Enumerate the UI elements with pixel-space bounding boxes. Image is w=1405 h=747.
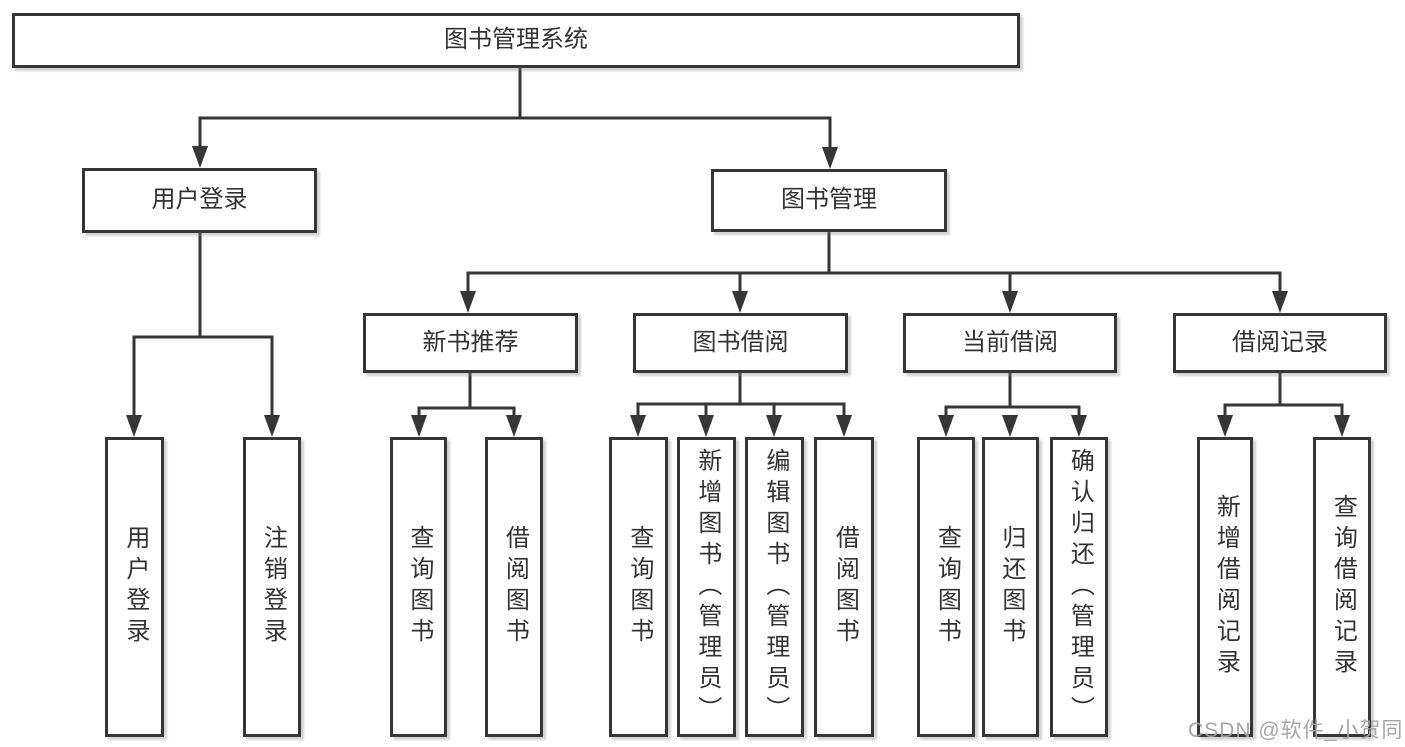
node-leaf-nb-borrow-book: 借阅图书 xyxy=(485,437,543,737)
node-leaf-br-query-record: 查询借阅记录 xyxy=(1313,437,1371,737)
node-leaf-cb-query-book: 查询图书 xyxy=(917,437,975,737)
node-root-library-system: 图书管理系统 xyxy=(12,13,1020,68)
arrowheads xyxy=(126,146,1350,437)
node-leaf-bb-query-book: 查询图书 xyxy=(609,437,668,737)
node-new-book-recommend: 新书推荐 xyxy=(363,313,578,373)
node-current-borrow: 当前借阅 xyxy=(903,313,1117,373)
node-leaf-br-add-record: 新增借阅记录 xyxy=(1197,437,1253,737)
node-leaf-logout: 注销登录 xyxy=(243,437,301,737)
node-leaf-nb-query-book: 查询图书 xyxy=(390,437,447,737)
node-leaf-cb-return-book: 归还图书 xyxy=(982,437,1039,737)
node-leaf-user-login: 用户登录 xyxy=(105,437,164,737)
node-user-login: 用户登录 xyxy=(82,168,317,233)
node-leaf-bb-add-book-admin: 新增图书（管理员） xyxy=(677,437,736,737)
node-borrow-records: 借阅记录 xyxy=(1173,313,1387,373)
node-book-management: 图书管理 xyxy=(711,169,947,232)
node-leaf-bb-borrow-book: 借阅图书 xyxy=(814,437,874,737)
csdn-watermark: CSDN @软件_小贺同学 xyxy=(1188,719,1404,742)
node-leaf-bb-edit-book-admin: 编辑图书（管理员） xyxy=(745,437,804,737)
node-book-borrow: 图书借阅 xyxy=(633,313,848,373)
node-leaf-cb-confirm-return-admin: 确认归还（管理员） xyxy=(1050,437,1108,737)
